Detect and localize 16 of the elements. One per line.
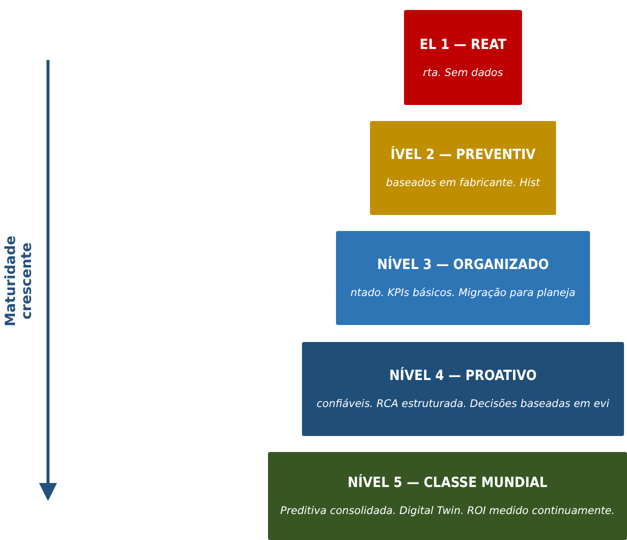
level-description: rta. Sem dados [423,66,503,78]
level-title: NÍVEL 4 — PROATIVO [389,368,537,384]
level-bar [336,231,590,325]
level-bar [404,10,522,105]
level-title: NÍVEL 3 — ORGANIZADO [377,257,549,273]
level-bar [370,121,556,215]
level-bar [268,452,627,540]
level-title: NÍVEL 5 — CLASSE MUNDIAL [348,475,548,491]
level-bar [302,342,624,436]
axis-label: Maturidade crescente [3,234,35,328]
level-description: baseados em fabricante. Hist [386,177,540,189]
level-description: confiáveis. RCA estruturada. Decisões baseadas em evi [316,398,610,410]
level-title: ÍVEL 2 — PREVENTIV [390,147,536,163]
level-title: EL 1 — REAT [420,36,506,52]
level-description: ntado. KPIs básicos. Migração para planeja [350,287,576,299]
level-description: Preditiva consolidada. Digital Twin. ROI medido continuamente. [280,505,615,517]
